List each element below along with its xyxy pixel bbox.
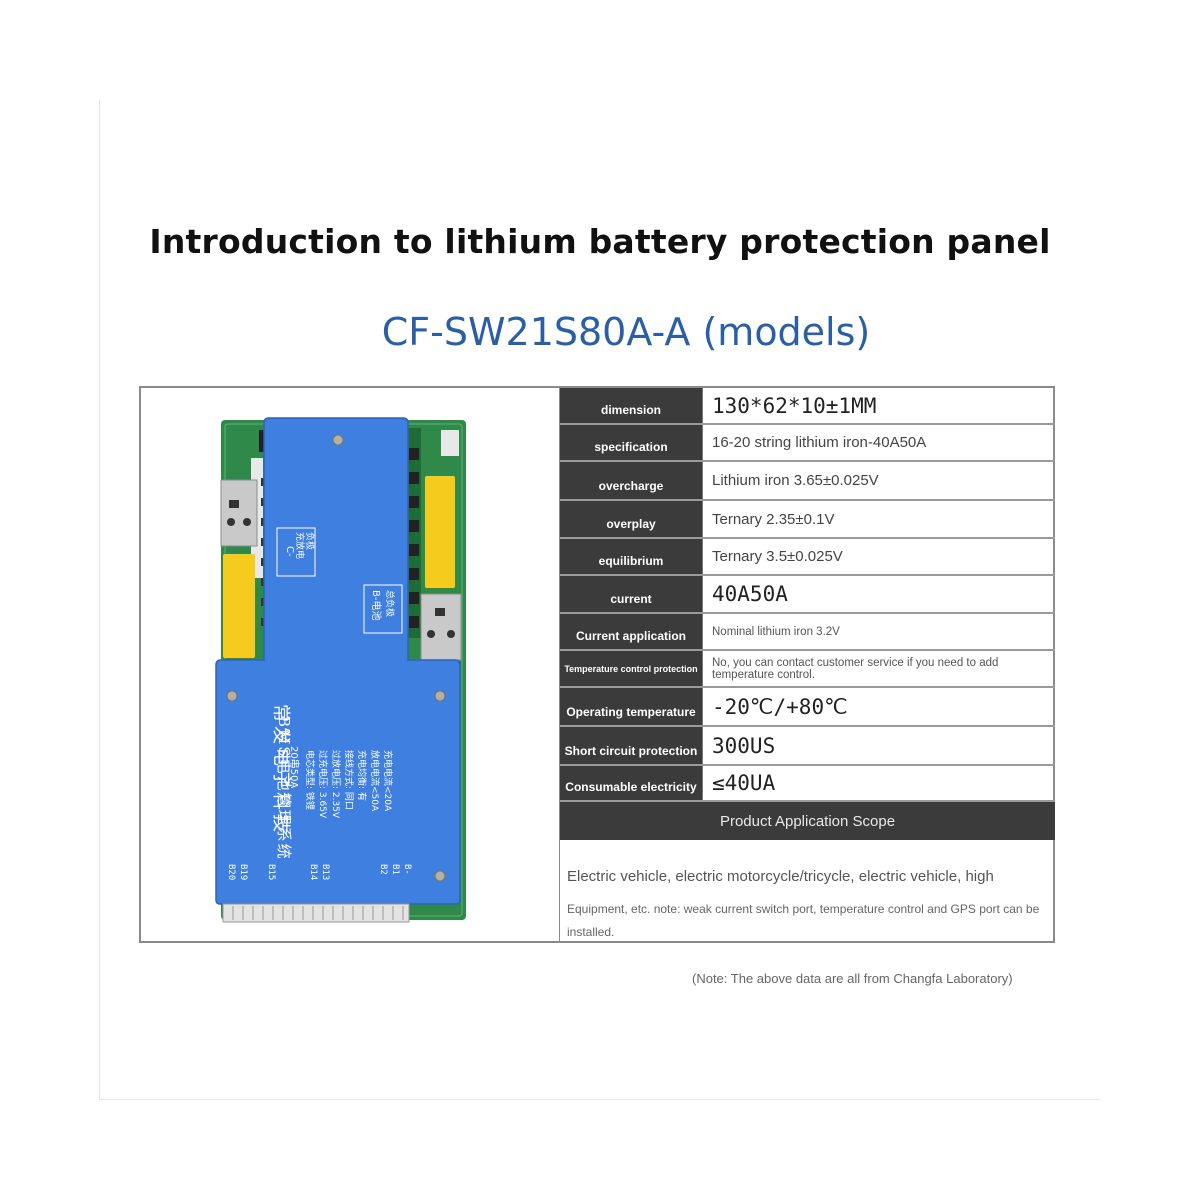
board-system: BMS电池管理系统: [275, 716, 293, 861]
spec-value: Nominal lithium iron 3.2V: [712, 625, 840, 638]
spec-row: Short circuit protection 300US: [560, 727, 1055, 766]
spec-value: 40A50A: [712, 582, 788, 606]
lab-note: (Note: The above data are all from Chang…: [692, 971, 1013, 986]
spec-label: overcharge: [560, 462, 703, 499]
board-detail-line: 电芯类型: 铁锂: [304, 750, 316, 810]
screw-left: [226, 690, 238, 702]
connector-strip: [222, 903, 410, 923]
c-label: C- 充放电 负极: [284, 532, 316, 559]
c-label-text: C-: [284, 546, 295, 557]
c-label-box: [276, 527, 316, 577]
b-minus-terminal: [420, 593, 462, 661]
board-brand: 常发电子科技: [270, 704, 291, 836]
board-detail-line: 接线方式: 同口: [343, 750, 355, 810]
b-label: B-电池 总负极: [370, 590, 396, 620]
model-heading: CF-SW21S80A-A (models): [381, 310, 871, 354]
bms-board-illustration: C- 充放电 负极 B-电池 总负极 常发电子科技 BMS电池管理系统 20串5…: [215, 417, 466, 923]
board-detail-line: 过充电压: 3.65V: [317, 750, 329, 819]
b-label-sub: 总负极: [384, 590, 396, 617]
board-detail-line: 放电电流<50A: [369, 750, 381, 812]
spec-row: overcharge Lithium iron 3.65±0.025V: [560, 462, 1055, 501]
spec-value: No, you can contact customer service if …: [712, 656, 999, 681]
frame-left-rule: [99, 100, 100, 1100]
product-photo: C- 充放电 负极 B-电池 总负极 常发电子科技 BMS电池管理系统 20串5…: [141, 388, 560, 941]
board-pin-label: B14: [308, 864, 318, 880]
connector-pins: [232, 906, 404, 920]
spec-label: overplay: [560, 501, 703, 537]
yellow-pad-left: [223, 554, 255, 658]
board-system-text: BMS电池管理系统: [275, 716, 293, 861]
spec-row: specification 16-20 string lithium iron-4…: [560, 425, 1055, 462]
spec-value: Ternary 2.35±0.1V: [712, 510, 835, 528]
c-label-sub2: 负极: [304, 532, 316, 550]
board-pin-label: B13: [320, 864, 330, 880]
board-detail-line: 充电均衡: 有: [356, 750, 368, 801]
spec-row: Consumable electricity ≤40UA: [560, 766, 1055, 802]
board-pin-label: B15: [266, 864, 276, 880]
board-pin-label: B1: [390, 864, 400, 875]
spec-label: specification: [560, 425, 703, 460]
spec-label: current: [560, 576, 703, 612]
frame-bottom-rule: [99, 1099, 1100, 1100]
board-pin-label: B20: [226, 864, 236, 880]
spec-label: Current application: [560, 614, 703, 649]
board-pin-label: B2: [378, 864, 388, 875]
spec-value: 16-20 string lithium iron-40A50A: [712, 434, 927, 451]
b-label-text: B-电池: [370, 590, 383, 620]
board-spec: 20串50A: [288, 746, 300, 788]
c-label-sub: 充放电: [294, 532, 306, 559]
board-spec-text: 20串50A: [288, 746, 300, 788]
c-minus-terminal: [220, 479, 258, 547]
scope-line-1: Electric vehicle, electric motorcycle/tr…: [567, 868, 994, 885]
spec-label: equilibrium: [560, 539, 703, 574]
board-detail-line: 过放电压: 2.35V: [330, 750, 342, 819]
pcb-components-right: [407, 428, 459, 638]
spec-value: 300US: [712, 733, 776, 758]
b-label-box: [363, 584, 403, 634]
board-detail-line: 充电电流<20A: [382, 750, 394, 812]
page-title: Introduction to lithium battery protecti…: [149, 222, 1051, 261]
spec-row: Current application Nominal lithium iron …: [560, 614, 1055, 651]
screw-bottom: [434, 870, 446, 882]
spec-value: Ternary 3.5±0.025V: [712, 548, 843, 565]
spec-row: Temperature control protection No, you ca…: [560, 651, 1055, 688]
spec-value: -20℃/+80℃: [712, 694, 848, 719]
spec-panel: C- 充放电 负极 B-电池 总负极 常发电子科技 BMS电池管理系统 20串5…: [139, 386, 1055, 943]
spec-value: ≤40UA: [712, 771, 776, 795]
spec-row: current 40A50A: [560, 576, 1055, 614]
spec-row: overplay Ternary 2.35±0.1V: [560, 501, 1055, 539]
spec-value: 130*62*10±1MM: [712, 393, 877, 418]
board-pin-label: B-: [402, 864, 412, 875]
yellow-pad-right: [425, 476, 455, 588]
scope-header: Product Application Scope: [560, 802, 1055, 840]
screw-right: [434, 690, 446, 702]
spec-row: equilibrium Ternary 3.5±0.025V: [560, 539, 1055, 576]
spec-value: Lithium iron 3.65±0.025V: [712, 472, 879, 489]
board-pin-label: B19: [238, 864, 248, 880]
spec-row: dimension 130*62*10±1MM: [560, 388, 1055, 425]
spec-label: Operating temperature: [560, 688, 703, 725]
spec-label: Short circuit protection: [560, 727, 703, 764]
spec-label: Consumable electricity: [560, 766, 703, 800]
screw-top: [332, 434, 344, 446]
board-brand-text: 常发电子科技: [270, 704, 291, 836]
spec-row: Operating temperature -20℃/+80℃: [560, 688, 1055, 727]
spec-label: dimension: [560, 388, 703, 423]
scope-line-2: Equipment, etc. note: weak current switc…: [567, 902, 1040, 939]
spec-label: Temperature control protection: [560, 651, 703, 686]
